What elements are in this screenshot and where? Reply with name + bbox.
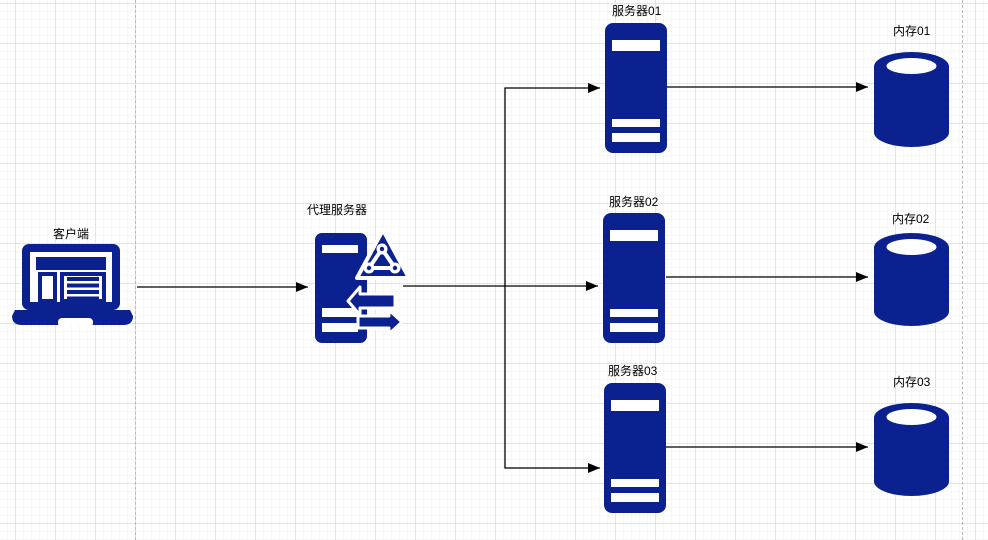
- edge-proxy-server3[interactable]: [504, 286, 600, 473]
- node-server1-label: 服务器01: [612, 4, 662, 18]
- node-db2-label: 内存02: [892, 212, 930, 226]
- page-boundary-line: [962, 0, 963, 540]
- node-db1[interactable]: [874, 52, 949, 147]
- edge-proxy-server1[interactable]: [504, 83, 600, 286]
- node-server1[interactable]: [605, 23, 667, 153]
- node-server3[interactable]: [604, 383, 666, 513]
- node-db3[interactable]: [874, 403, 949, 496]
- node-client-label: 客户端: [53, 227, 90, 241]
- cylinder-icon: [874, 233, 949, 326]
- swap-arrows-icon: [346, 285, 404, 336]
- node-client[interactable]: [12, 244, 133, 326]
- node-server3-label: 服务器03: [608, 364, 658, 378]
- node-db2[interactable]: [874, 233, 949, 326]
- node-proxy-label: 代理服务器: [307, 203, 368, 217]
- proxy-server-icon: [315, 228, 411, 343]
- server-icon: [603, 213, 665, 343]
- server-icon: [604, 383, 666, 513]
- node-proxy[interactable]: [315, 228, 415, 343]
- cylinder-icon: [874, 52, 949, 147]
- page-boundary-line: [135, 0, 136, 540]
- node-db1-label: 内存01: [893, 24, 931, 38]
- node-db3-label: 内存03: [893, 375, 931, 389]
- server-icon: [605, 23, 667, 153]
- node-server2-label: 服务器02: [609, 195, 659, 209]
- laptop-icon: [12, 244, 133, 326]
- cylinder-icon: [874, 403, 949, 496]
- network-triangle-icon: [355, 228, 411, 280]
- node-server2[interactable]: [603, 213, 665, 343]
